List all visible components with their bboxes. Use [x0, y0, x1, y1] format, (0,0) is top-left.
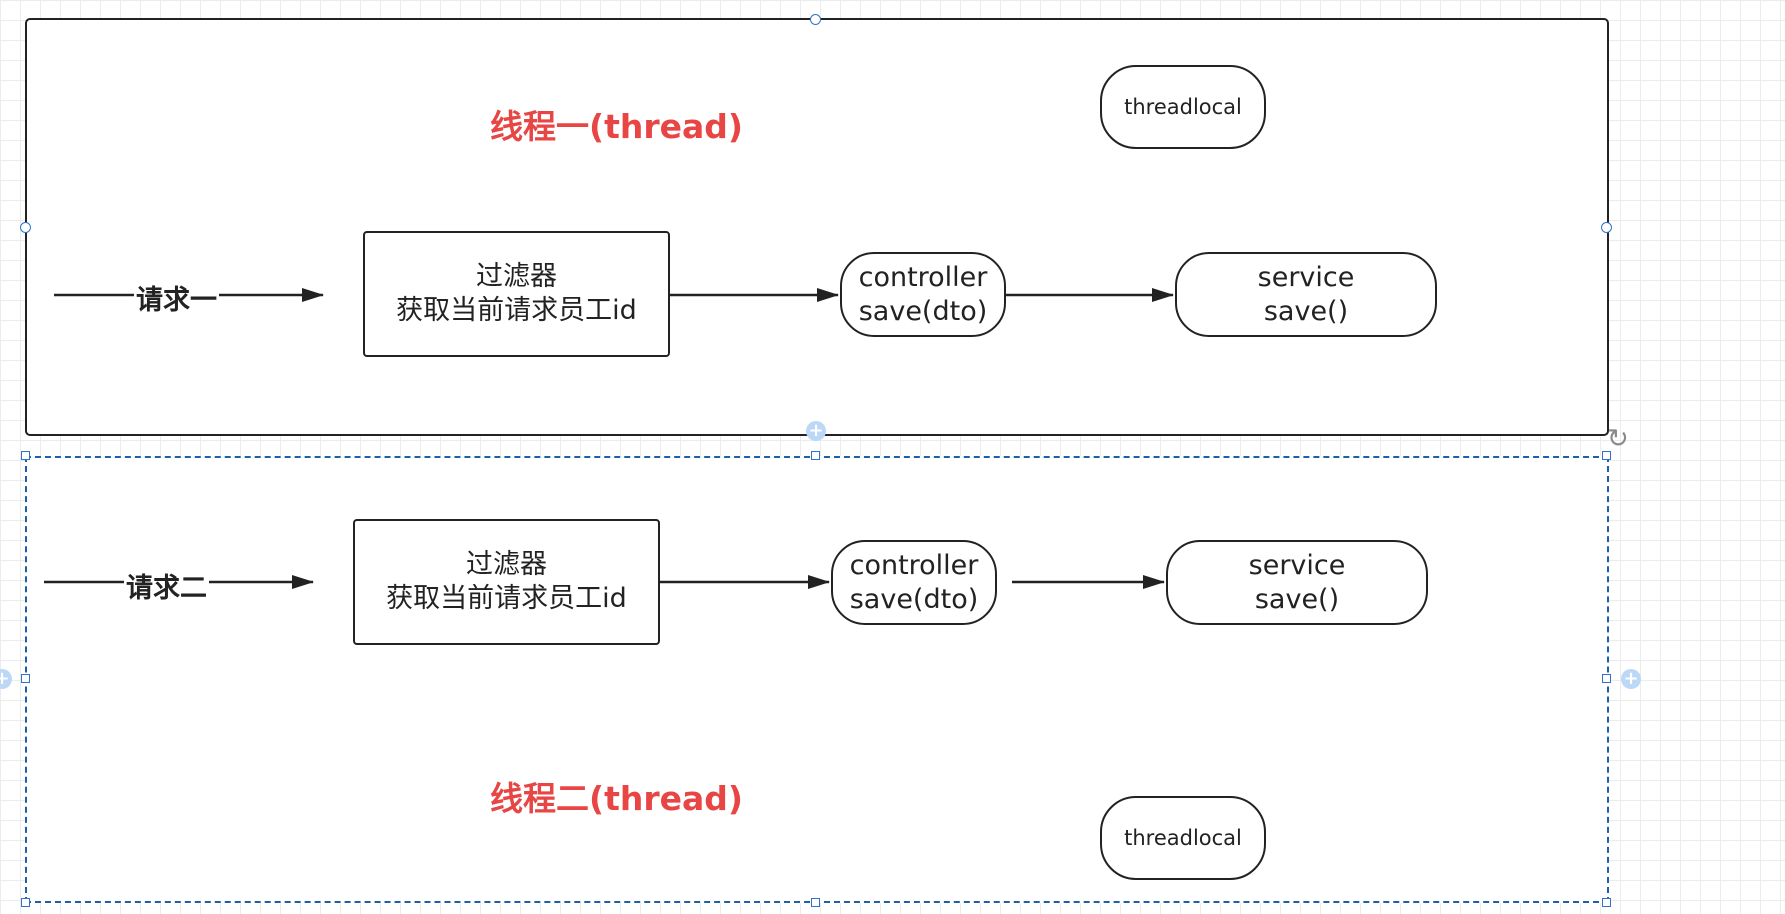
plus-circle-icon[interactable]: + [0, 669, 12, 689]
request-two-label: 请求二 [124, 566, 209, 605]
controller-label: controller [858, 261, 988, 293]
resize-handle[interactable] [811, 451, 820, 460]
rotate-icon[interactable]: ↻ [1607, 424, 1629, 454]
thread-one-controller[interactable]: controller save(dto) [840, 252, 1006, 337]
filter-description: 获取当前请求员工id [396, 295, 637, 326]
thread-one-title: 线程一(thread) [490, 107, 743, 146]
controller-label: controller [849, 549, 979, 581]
resize-handle[interactable] [21, 898, 30, 907]
threadlocal-label: threadlocal [1124, 95, 1242, 119]
thread-two-service[interactable]: service save() [1166, 540, 1428, 625]
plus-circle-icon[interactable]: + [806, 421, 826, 441]
resize-handle[interactable] [21, 451, 30, 460]
thread-one-threadlocal[interactable]: threadlocal [1100, 65, 1266, 149]
thread-two-title: 线程二(thread) [490, 779, 743, 818]
service-label: service [1257, 261, 1355, 293]
resize-handle[interactable] [1602, 451, 1611, 460]
thread-two-filter-box[interactable]: 过滤器 获取当前请求员工id [353, 519, 660, 645]
service-label: service [1248, 549, 1346, 581]
thread-two-container[interactable] [25, 456, 1609, 903]
service-method: save() [1254, 583, 1340, 615]
resize-handle[interactable] [1602, 898, 1611, 907]
request-one-label: 请求一 [134, 278, 219, 317]
thread-two-threadlocal[interactable]: threadlocal [1100, 796, 1266, 880]
filter-title: 过滤器 [476, 261, 557, 292]
controller-method: save(dto) [849, 583, 979, 615]
resize-handle[interactable] [811, 898, 820, 907]
controller-method: save(dto) [858, 295, 988, 327]
thread-two-controller[interactable]: controller save(dto) [831, 540, 997, 625]
resize-handle[interactable] [1602, 674, 1611, 683]
filter-description: 获取当前请求员工id [386, 583, 627, 614]
thread-one-filter-box[interactable]: 过滤器 获取当前请求员工id [363, 231, 670, 357]
filter-title: 过滤器 [466, 549, 547, 580]
thread-one-container[interactable] [25, 18, 1609, 436]
plus-circle-icon[interactable]: + [1621, 669, 1641, 689]
service-method: save() [1263, 295, 1349, 327]
thread-one-service[interactable]: service save() [1175, 252, 1437, 337]
resize-handle[interactable] [810, 14, 821, 25]
resize-handle[interactable] [20, 222, 31, 233]
resize-handle[interactable] [21, 674, 30, 683]
resize-handle[interactable] [1601, 222, 1612, 233]
threadlocal-label: threadlocal [1124, 826, 1242, 850]
